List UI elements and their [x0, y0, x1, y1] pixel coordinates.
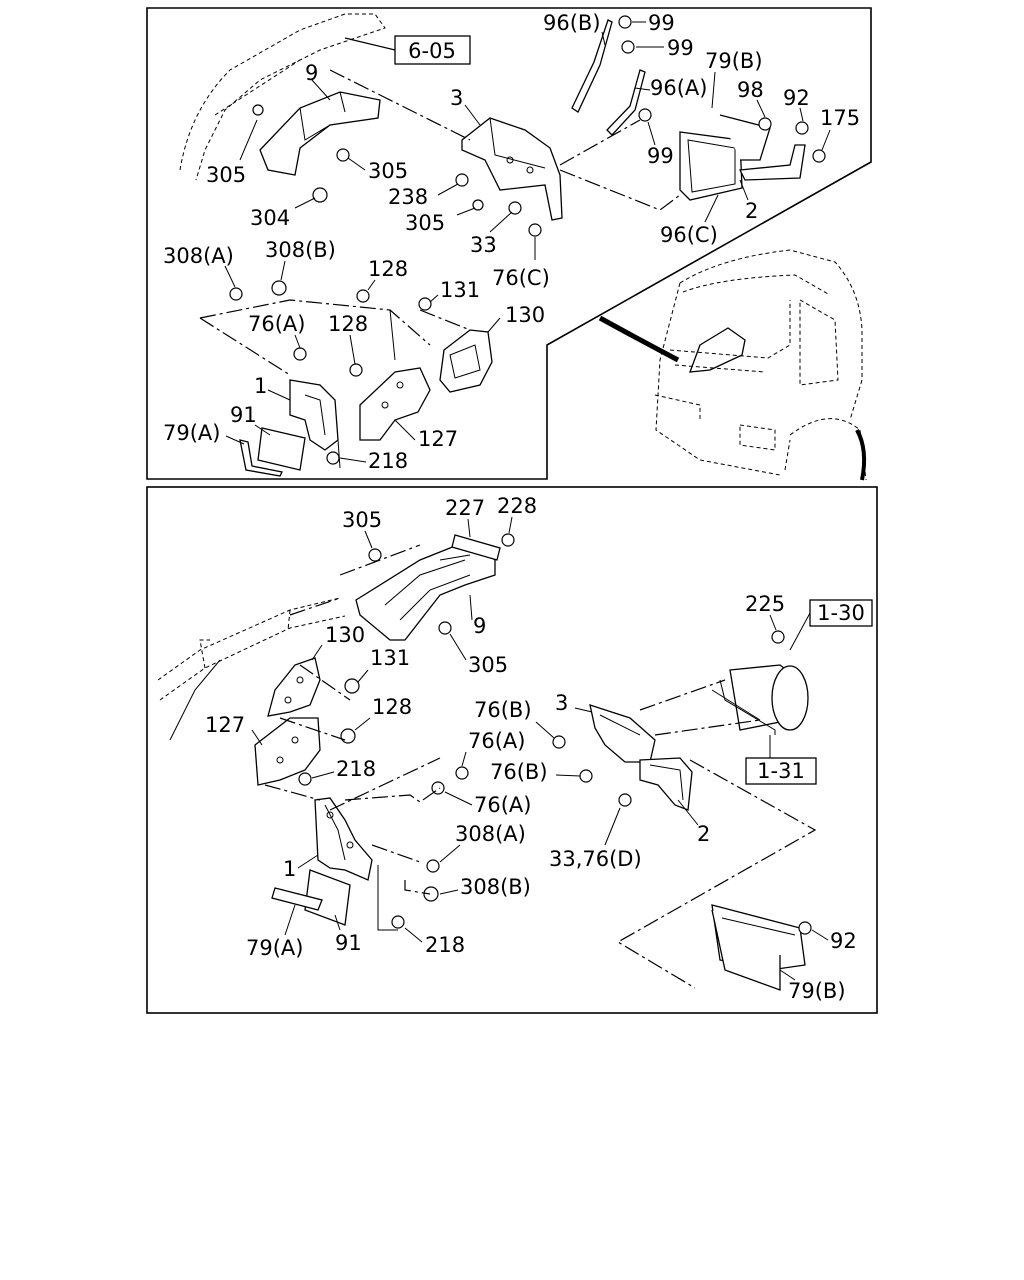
label-99-c: 99	[647, 144, 674, 168]
part-127-cover	[359, 367, 431, 441]
label-305-bottom-b: 305	[468, 653, 508, 677]
label-33-76d: 33,76(D)	[549, 847, 642, 871]
label-128-bottom: 128	[372, 695, 412, 719]
label-128-b: 128	[328, 312, 368, 336]
part-1-bracket-bottom	[314, 797, 373, 881]
label-76a-2: 76(A)	[474, 793, 531, 817]
bottom-bolts	[298, 533, 812, 935]
label-76a: 76(A)	[248, 312, 305, 336]
part-9-upper-guard	[259, 91, 381, 176]
truck-cab-illustration	[598, 249, 867, 481]
label-76a-1: 76(A)	[468, 729, 525, 753]
part-91-plate	[257, 427, 306, 471]
label-238: 238	[388, 185, 428, 209]
fender-outline-bottom	[157, 597, 346, 741]
ref-label-1-30: 1-30	[817, 601, 865, 625]
label-91-bottom: 91	[335, 931, 362, 955]
label-9: 9	[305, 61, 318, 85]
ref-box-1-31[interactable]	[745, 757, 817, 785]
label-76c: 76(C)	[492, 266, 550, 290]
label-127: 127	[418, 427, 458, 451]
label-225: 225	[745, 592, 785, 616]
label-79b-bottom: 79(B)	[788, 979, 846, 1003]
label-99-b: 99	[667, 36, 694, 60]
label-228: 228	[497, 494, 537, 518]
label-308a: 308(A)	[163, 244, 234, 268]
top-callouts: 9 305 305 304 3 238 305 33 76(C) 96(B) 9…	[163, 11, 860, 473]
part-79b-plate-holder	[711, 904, 806, 991]
label-1-bottom: 1	[283, 857, 296, 881]
label-218: 218	[368, 449, 408, 473]
label-227: 227	[445, 496, 485, 520]
label-91: 91	[230, 403, 257, 427]
label-79a-bottom: 79(A)	[246, 936, 303, 960]
bottom-callouts: 305 227 228 9 305 225 130 131 128 127 21…	[205, 494, 857, 1003]
label-92: 92	[783, 86, 810, 110]
label-3-bottom: 3	[555, 691, 568, 715]
label-305-c: 305	[405, 211, 445, 235]
label-79b: 79(B)	[705, 49, 763, 73]
part-130-cover	[439, 329, 493, 393]
top-panel: 6-05	[146, 7, 872, 481]
label-33: 33	[470, 233, 497, 257]
part-96-stays	[571, 19, 646, 136]
label-2-bottom: 2	[697, 822, 710, 846]
part-227-strip	[451, 534, 501, 561]
label-128-a: 128	[368, 257, 408, 281]
label-308b-bottom: 308(B)	[460, 875, 531, 899]
part-1-bracket	[289, 379, 339, 451]
label-99-a: 99	[648, 11, 675, 35]
bottom-panel: 1-30 1-31	[146, 486, 878, 1014]
label-308b: 308(B)	[265, 238, 336, 262]
part-3-bracket-bottom	[589, 704, 656, 763]
label-3: 3	[450, 86, 463, 110]
label-76b-2: 76(B)	[490, 760, 548, 784]
label-76b-1: 76(B)	[474, 698, 532, 722]
label-96c: 96(C)	[660, 223, 718, 247]
part-130-cover-bottom	[267, 657, 321, 717]
top-panel-frame	[146, 7, 872, 480]
label-98: 98	[737, 78, 764, 102]
label-96a: 96(A)	[650, 76, 707, 100]
label-304: 304	[250, 206, 290, 230]
label-79a: 79(A)	[163, 421, 220, 445]
label-2: 2	[745, 199, 758, 223]
part-3-bracket	[461, 117, 563, 221]
part-79a-stay	[239, 439, 283, 477]
label-131-bottom: 131	[370, 646, 410, 670]
label-127-bottom: 127	[205, 713, 245, 737]
label-130-bottom: 130	[325, 623, 365, 647]
part-2-bracket-bottom	[639, 757, 693, 811]
bottom-leader-lines	[264, 544, 817, 989]
label-218-bottom-b: 218	[425, 933, 465, 957]
top-bolts	[229, 15, 826, 465]
label-305-bottom-a: 305	[342, 508, 382, 532]
part-79a-stay-bottom	[271, 887, 323, 911]
part-96c-plate-holder	[679, 114, 806, 201]
label-130: 130	[505, 303, 545, 327]
ref-label-6-05: 6-05	[408, 39, 456, 63]
label-218-bottom-a: 218	[336, 757, 376, 781]
bottom-panel-frame	[146, 486, 878, 1014]
label-9-bottom: 9	[473, 614, 486, 638]
part-lamp-assembly	[711, 664, 809, 735]
label-131: 131	[440, 278, 480, 302]
label-305-a: 305	[206, 163, 246, 187]
label-308a-bottom: 308(A)	[455, 822, 526, 846]
fender-outline	[179, 13, 386, 181]
top-leader-lines	[199, 69, 681, 469]
part-127-cover-bottom	[254, 717, 321, 786]
ref-label-1-31: 1-31	[757, 759, 805, 783]
label-305-b: 305	[368, 159, 408, 183]
label-175: 175	[820, 106, 860, 130]
label-1: 1	[254, 374, 267, 398]
label-92-bottom: 92	[830, 929, 857, 953]
label-96b: 96(B)	[543, 11, 601, 35]
